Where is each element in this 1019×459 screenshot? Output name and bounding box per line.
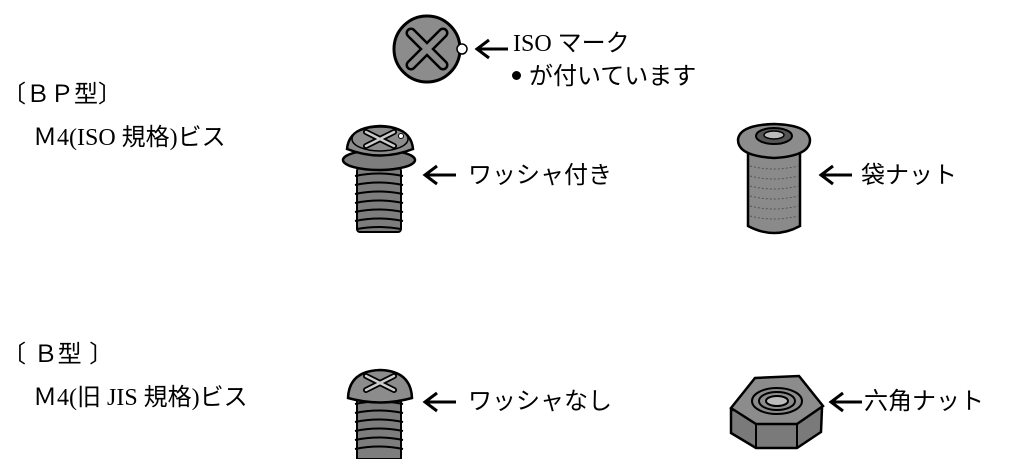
bp-type-heading: 〔ＢＰ型〕 [2,80,122,108]
hex-nut-label: 六角ナット [864,387,984,415]
arrow-left-icon [422,164,456,186]
cap-nut-icon [736,122,812,235]
no-washer-label: ワッシャなし [468,387,612,415]
cap-nut-label: 袋ナット [861,161,957,189]
iso-mark-note: が付いています [512,62,696,90]
washer-attached-label: ワッシャ付き [468,161,612,189]
iso-mark-label: ISO マーク [513,31,630,57]
washer-screw-iso-icon [341,124,417,233]
arrow-left-icon [474,38,508,60]
iso-mark-note-text: が付いています [529,62,697,90]
arrow-left-icon [422,391,456,413]
b-type-heading: 〔 Ｂ型 〕 [2,340,114,368]
iso-mark-disc [392,14,468,84]
hex-nut-icon [729,374,825,450]
bp-screw-label: Ｍ4(ISO 規格)ビス [33,125,226,151]
b-screw-label: Ｍ4(旧 JIS 規格)ビス [33,385,248,411]
arrow-left-icon [828,391,862,413]
screw-no-washer-icon [346,368,414,459]
bullet-icon [512,71,521,80]
arrow-left-icon [818,164,852,186]
